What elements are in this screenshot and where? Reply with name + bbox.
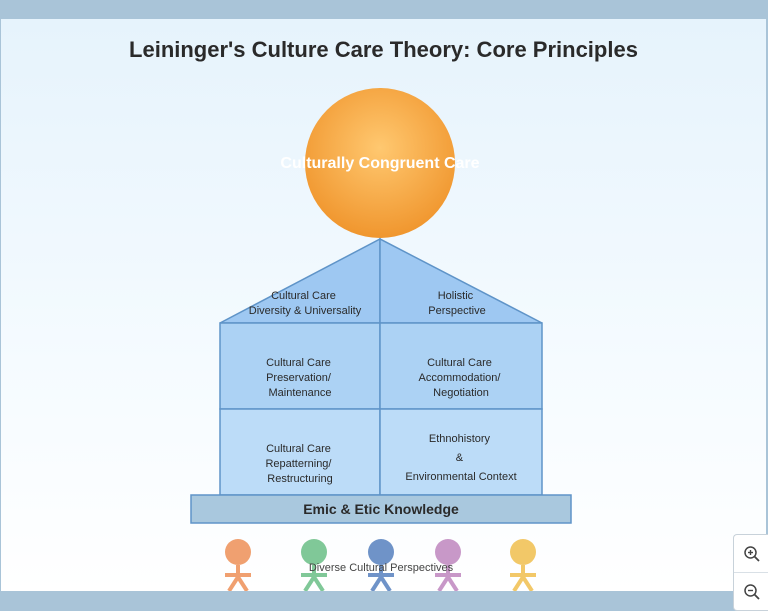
sun-circle [305,88,455,238]
diagram-canvas: Leininger's Culture Care Theory: Core Pr… [1,19,766,591]
repatterning-line1: Cultural Care [266,443,331,455]
preservation-line2: Preservation/ [266,372,332,384]
principle-box-repatterning [219,408,381,496]
roof-right-text: Holistic Perspective [428,290,485,317]
zoom-in-icon [743,545,760,562]
ethnohistory-line3: Environmental Context [405,471,516,483]
accommodation-line3: Negotiation [433,387,489,399]
roof-left-line1: Cultural Care [271,290,336,302]
ethnohistory-text: Ethnohistory & Environmental Context [405,433,516,483]
ethnohistory-line1: Ethnohistory [429,433,491,445]
diagram-svg: Culturally Congruent Care Cultural Care … [190,88,572,591]
roof-right-line1: Holistic [438,290,474,302]
roof-right-line2: Perspective [428,305,485,317]
accommodation-line1: Cultural Care [427,357,492,369]
people-label: Diverse Cultural Perspectives [309,562,454,574]
principle-box-ethnohistory [379,408,543,496]
foundation-bar [190,494,572,524]
repatterning-text: Cultural Care Repatterning/ Restructurin… [265,443,334,485]
person-figure-1 [225,539,251,591]
foundation-label: Emic & Etic Knowledge [303,501,459,517]
preservation-line3: Maintenance [269,387,332,399]
repatterning-line2: Repatterning/ [265,458,332,470]
person-figure-4 [435,539,461,591]
zoom-out-icon [743,583,760,600]
person-figure-5 [510,539,536,591]
person-figure-2 [301,539,327,591]
repatterning-line3: Restructuring [267,473,332,485]
preservation-text: Cultural Care Preservation/ Maintenance [266,357,334,399]
ethnohistory-line2: & [456,452,464,464]
accommodation-line2: Accommodation/ [419,372,502,384]
zoom-in-button[interactable] [734,535,768,573]
zoom-controls [733,534,768,611]
preservation-line1: Cultural Care [266,357,331,369]
zoom-out-button[interactable] [734,573,768,610]
person-figure-3 [368,539,394,591]
roof-left-text: Cultural Care Diversity & Universality [249,290,362,317]
page-title: Leininger's Culture Care Theory: Core Pr… [129,37,638,62]
accommodation-text: Cultural Care Accommodation/ Negotiation [419,357,504,399]
sun-label: Culturally Congruent Care [280,155,479,172]
roof-left-line2: Diversity & Universality [249,305,362,317]
